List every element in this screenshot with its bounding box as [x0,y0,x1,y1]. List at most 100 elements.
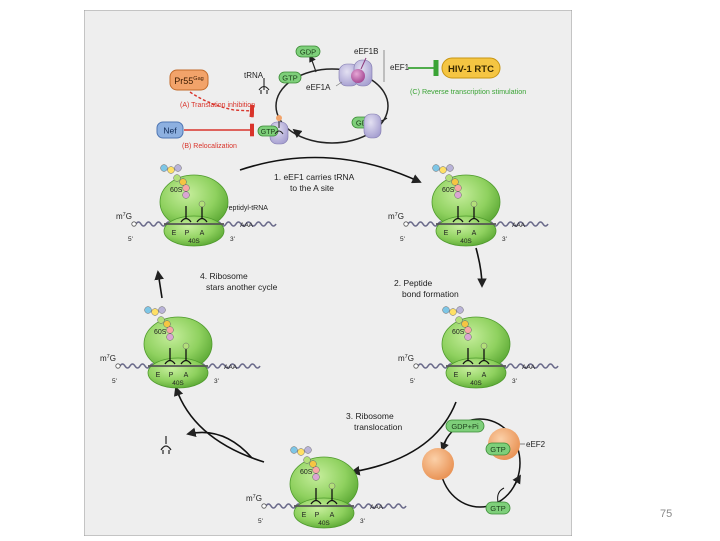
trna-top-label: tRNA [244,71,264,80]
three-prime-label: 3' [214,378,219,385]
peptide-bead [464,333,472,341]
label-60s: 60S [170,187,183,194]
trna-anticodon [468,217,480,223]
hiv-1-rtc-label: HIV-1 RTC [448,64,494,75]
label-40s: 40S [460,238,472,245]
peptide-bead [309,460,317,468]
peptide-bead [290,446,298,454]
eef2-orange-protein-left [422,448,454,480]
trna-anticodon [196,217,208,223]
eef1-label: eEF1 [390,63,410,72]
site-e: E [302,512,307,519]
translation-elongation-figure: GDP eEF1B eEF1 HIV-1 RTC (C) Reverse tra… [83,9,573,537]
trna-anticodon [462,359,474,365]
peptide-bead [454,191,462,199]
trna-anticodon [180,359,192,365]
cap-dot [115,363,121,369]
amino-acid-bead [198,200,206,208]
peptide-bead [179,178,187,186]
peptide-bead [166,333,174,341]
pr55gag-box [169,69,209,91]
step3-line2: translocation [354,422,402,432]
step3-line1: 3. Ribosome [346,411,394,421]
label-60s: 60S [154,329,167,336]
gdp-pi-label: GDP+Pi [451,422,479,431]
cap-label: m7G [388,212,404,221]
five-prime-label: 5' [112,378,117,385]
peptidyl-trna-label: Peptidyl-tRNA [224,205,268,212]
main-cycle-arrows [154,156,487,476]
peptide-bead [454,184,462,192]
three-prime-label: 3' [512,378,517,385]
label-60s: 60S [300,469,313,476]
polya-label: AAA [224,364,238,371]
peptide-bead [167,166,175,174]
three-prime-label: 3' [502,236,507,243]
peptide-bead [182,184,190,192]
label-40s: 40S [318,520,330,527]
five-prime-label: 5' [410,378,415,385]
peptide-bead [464,326,472,334]
translation-inhibition-label: (A) Translation inhibition [180,102,255,109]
site-p: P [169,372,174,379]
peptide-bead [303,456,311,464]
step1-line2: to the A site [290,183,334,193]
eef1a-lilac-protein [363,113,382,139]
amino-acid-bead [470,200,478,208]
arrow-step-1 [239,156,422,184]
arrow-trna-exit [186,427,253,459]
trna-anticodon [164,359,176,365]
peptide-bead [182,191,190,199]
peptide-bead [442,306,450,314]
cap-dot [413,363,419,369]
label-40s: 40S [470,380,482,387]
three-prime-label: 3' [360,518,365,525]
site-a: A [200,230,205,237]
peptide-bead [449,308,457,316]
released-trna-icon [160,436,172,454]
label-60s: 60S [452,329,465,336]
peptide-bead [456,306,464,314]
trna-anticodon [180,217,192,223]
step4-line2: stars another cycle [206,282,278,292]
amino-acid-bead [182,342,190,350]
site-e: E [172,230,177,237]
peptide-bead [439,166,447,174]
pr55gag-label: Pr55Gag [174,76,203,86]
pr55-main-text: Pr55 [174,76,193,86]
cap-label: m7G [398,354,414,363]
peptide-bead [451,178,459,186]
peptide-bead [304,446,312,454]
label-40s: 40S [172,380,184,387]
peptide-bead [445,174,453,182]
trna-anticodon [452,217,464,223]
site-e: E [444,230,449,237]
gtp-pill-top [278,71,302,84]
peptide-bead [461,320,469,328]
nef-box [156,121,184,139]
label-40s: 40S [188,238,200,245]
polya-label: AAA [240,222,254,229]
peptide-bead [312,473,320,481]
site-p: P [467,372,472,379]
step1-line1: 1. eEF1 carries tRNA [274,172,355,182]
site-a: A [482,372,487,379]
five-prime-label: 5' [258,518,263,525]
nef-label: Nef [163,126,177,136]
peptide-bead [151,308,159,316]
cap-label: m7G [100,354,116,363]
gtp-left-label: GTP [261,129,276,136]
site-p: P [185,230,190,237]
cap-label: m7G [246,494,262,503]
peptide-bead [312,466,320,474]
peptide-bead [144,306,152,314]
peptide-bead [166,326,174,334]
step-labels: 1. eEF1 carries tRNA to the A site 2. Pe… [200,172,459,432]
eef2-cycle: GDP+Pi GTP eEF2 GTP [422,418,546,515]
